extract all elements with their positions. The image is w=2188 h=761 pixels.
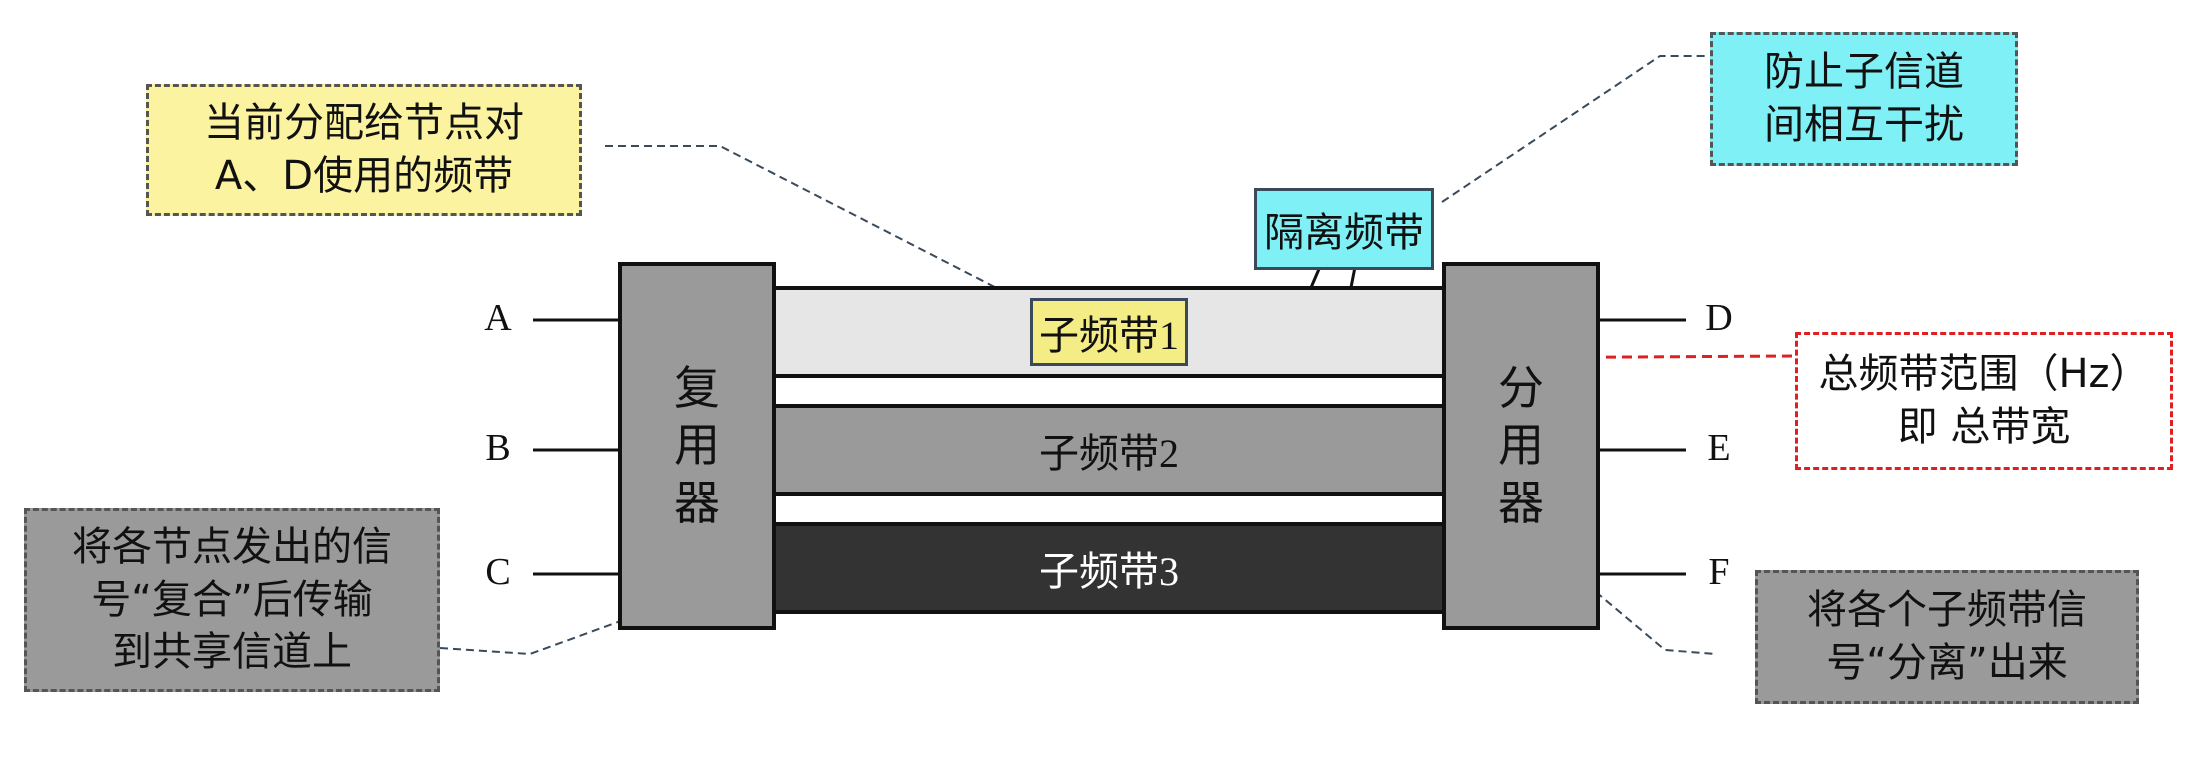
demux-char-1: 分 xyxy=(1498,360,1544,415)
demux-char-2: 用 xyxy=(1498,418,1544,473)
mux-char-3: 器 xyxy=(674,475,720,530)
total-bw-line2: 即 总带宽 xyxy=(1897,404,2071,450)
port-d-label: D xyxy=(1705,297,1733,339)
mux-char-2: 用 xyxy=(674,418,720,473)
demux-note-line1: 将各个子频带信 xyxy=(1807,587,2087,634)
mux-note-callout: 将各节点发出的信 号“复合”后传输 到共享信道上 xyxy=(24,508,440,692)
demux-note-line2: 号“分离”出来 xyxy=(1826,640,2068,686)
sub-band-1: 子频带1 xyxy=(776,286,1442,378)
band1-note-line2: A、D使用的频带 xyxy=(214,153,514,199)
guard-note-line2: 间相互干扰 xyxy=(1764,102,1964,148)
multiplexer-box: 复 用 器 xyxy=(618,262,776,630)
total-bw-line1: 总频带范围（Hz） xyxy=(1818,351,2150,398)
port-a-label: A xyxy=(484,297,512,339)
leader-guard xyxy=(1441,55,1705,203)
total-bandwidth-callout: 总频带范围（Hz） 即 总带宽 xyxy=(1795,332,2173,470)
demultiplexer-box: 分 用 器 xyxy=(1442,262,1600,630)
sub-band-3-label: 子频带3 xyxy=(1039,549,1179,594)
leader-band1 xyxy=(605,145,1021,301)
port-c-label: C xyxy=(485,551,511,593)
guard-note-callout: 防止子信道 间相互干扰 xyxy=(1710,32,2018,166)
sub-band-3: 子频带3 xyxy=(776,522,1442,614)
mux-note-line1: 将各节点发出的信 xyxy=(72,523,392,570)
guard-note-line1: 防止子信道 xyxy=(1764,49,1964,96)
port-b-label: B xyxy=(485,427,511,469)
demux-note-callout: 将各个子频带信 号“分离”出来 xyxy=(1755,570,2139,704)
sub-band-1-label: 子频带1 xyxy=(1030,298,1188,366)
mux-note-line2: 号“复合”后传输 xyxy=(91,576,373,623)
mux-note-line3: 到共享信道上 xyxy=(112,629,352,676)
port-e-label: E xyxy=(1707,427,1731,469)
band1-note-callout: 当前分配给节点对 A、D使用的频带 xyxy=(146,84,582,216)
guard-band-label: 隔离频带 xyxy=(1254,188,1434,270)
sub-band-2-label: 子频带2 xyxy=(1039,431,1179,476)
leader-demux xyxy=(1545,549,1717,655)
demux-char-3: 器 xyxy=(1498,475,1544,530)
mux-char-1: 复 xyxy=(674,360,720,415)
port-f-label: F xyxy=(1708,551,1730,593)
sub-band-2: 子频带2 xyxy=(776,404,1442,496)
band1-note-line1: 当前分配给节点对 xyxy=(204,100,524,147)
